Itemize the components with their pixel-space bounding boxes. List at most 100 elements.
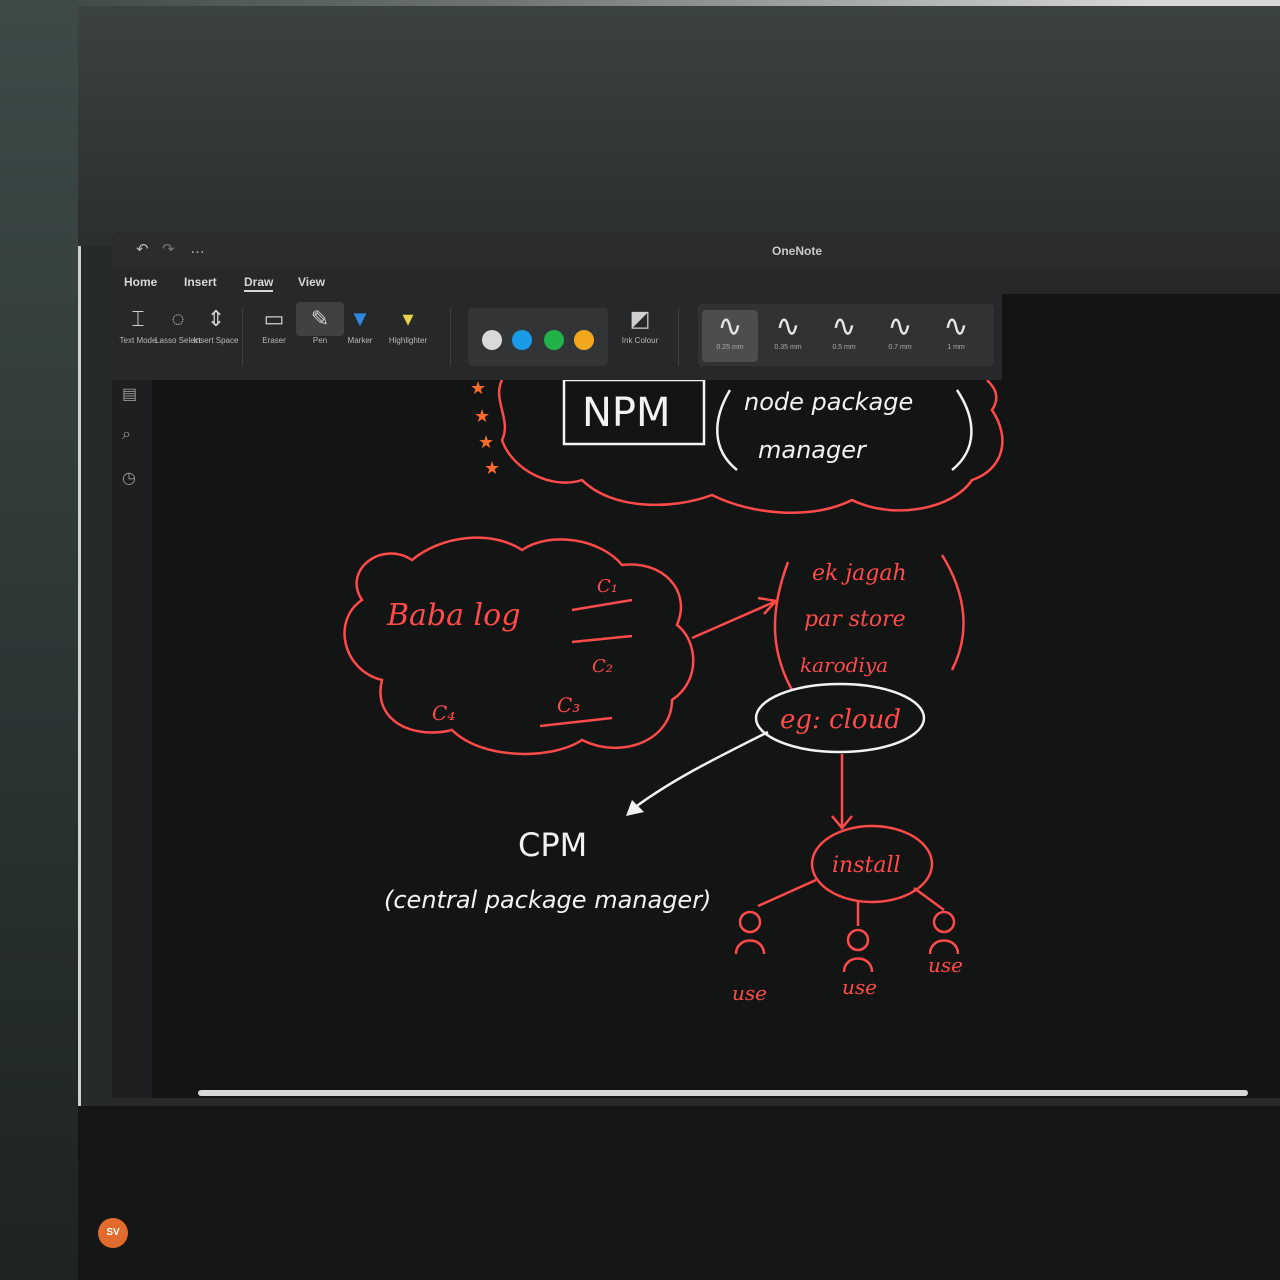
stroke-wave-icon: ∿ [717, 310, 743, 343]
eg-cloud-ellipse [754, 682, 926, 754]
eraser-label: Eraser [262, 336, 286, 345]
app-title: OneNote [772, 244, 823, 258]
user-icon [842, 957, 874, 973]
thickness-label: 1 mm [947, 344, 965, 351]
tab-view[interactable]: View [298, 275, 326, 289]
highlighter-label: Highlighter [388, 336, 428, 345]
user-icon [928, 939, 960, 955]
user1-label: use [732, 981, 767, 1005]
undo-icon[interactable]: ↶ [136, 241, 149, 258]
ribbon-separator [678, 308, 679, 366]
tab-home[interactable]: Home [124, 275, 158, 289]
swatch-green[interactable] [544, 330, 564, 350]
insert-space-icon: ⇕ [206, 306, 226, 331]
color-swatches [468, 308, 608, 366]
cpm-full-text: (central package manager) [384, 886, 711, 914]
navigation-sidebar: ▤ ⌕ ◷ SV [98, 380, 152, 1248]
note-canvas[interactable]: ★ ★ ★ ★ NPM node package manager Baba lo… [152, 378, 1280, 1090]
highlighter-button[interactable]: ▾ Highlighter [384, 302, 432, 345]
onenote-window: ↶ ↷ … OneNote Home Insert Draw View ⌶ Te… [98, 232, 1280, 1248]
star-icon: ★ [484, 458, 500, 478]
highlighter-icon: ▾ [402, 306, 414, 331]
thickness-label: 0.7 mm [888, 344, 912, 351]
swatch-orange[interactable] [574, 330, 594, 350]
thickness-option[interactable]: ∿ 0.7 mm [872, 310, 928, 351]
user-icon [846, 928, 870, 952]
thickness-option[interactable]: ∿ 0.5 mm [816, 310, 872, 351]
star-icon: ★ [470, 380, 486, 398]
thickness-option[interactable]: ∿ 1 mm [928, 310, 984, 351]
insert-space-button[interactable]: ⇕ Insert Space [192, 302, 240, 345]
c2-label: C₂ [592, 656, 613, 677]
avatar[interactable]: SV [98, 1218, 128, 1248]
thickness-label: 0.5 mm [832, 344, 856, 351]
thickness-option[interactable]: ∿ 0.35 mm [760, 310, 816, 351]
npm-full-line1: node package [744, 388, 913, 416]
ribbon-separator [242, 308, 243, 366]
tab-insert[interactable]: Insert [184, 275, 217, 289]
tab-draw[interactable]: Draw [244, 275, 274, 292]
marker-icon: ▼ [349, 306, 371, 331]
arrow-head [831, 815, 853, 830]
c4-label: C₄ [432, 701, 455, 725]
npm-cloud-outline [497, 379, 1004, 514]
swatch-blue[interactable] [512, 330, 532, 350]
notebooks-icon[interactable]: ▤ [122, 386, 138, 403]
lasso-select-label: Lasso Select [155, 336, 201, 345]
ink-drawing: ★ ★ ★ ★ NPM node package manager Baba lo… [343, 378, 1004, 1005]
redo-icon[interactable]: ↷ [162, 241, 175, 258]
stroke-wave-icon: ∿ [775, 310, 801, 343]
paren-right [951, 389, 973, 471]
npm-box [562, 378, 706, 446]
text-mode-label: Text Mode [119, 336, 157, 345]
ribbon-separator [450, 308, 451, 366]
thickness-label: 0.25 mm [716, 344, 744, 351]
thickness-label: 0.35 mm [774, 344, 802, 351]
ribbon-tabs: Home Insert Draw View [112, 270, 1280, 294]
horizontal-scrollbar[interactable] [198, 1090, 1248, 1096]
paren-left [716, 389, 738, 471]
line-to-user1 [757, 878, 817, 908]
c3-line [539, 716, 613, 728]
text-mode-icon: ⌶ [131, 306, 145, 331]
rating-stars: ★ ★ ★ ★ [470, 378, 500, 478]
marker-button[interactable]: ▼ Marker [336, 302, 384, 345]
pen-thickness-group: ∿ 0.25 mm ∿ 0.35 mm ∿ 0.5 mm ∿ 0.7 mm ∿ … [698, 304, 994, 366]
c1-label: C₁ [597, 576, 618, 597]
thickness-option[interactable]: ∿ 0.25 mm [702, 310, 758, 362]
search-icon[interactable]: ⌕ [122, 426, 131, 443]
arrow-head [626, 800, 644, 816]
c2-line [571, 634, 633, 644]
baba-log-text: Baba log [386, 598, 520, 633]
marker-label: Marker [347, 336, 373, 345]
pen-button[interactable]: ✎ Pen [296, 302, 344, 345]
swatch-white[interactable] [482, 330, 502, 350]
user3-label: use [928, 953, 963, 977]
pen-label: Pen [312, 336, 328, 345]
arrow-to-cpm [633, 730, 769, 810]
draw-ribbon: ⌶ Text Mode ◌ Lasso Select ⇕ Insert Spac… [112, 294, 1002, 380]
ink-colour-icon: ◩ [629, 306, 651, 331]
eraser-button[interactable]: ▭ Eraser [250, 302, 298, 345]
text-mode-button[interactable]: ⌶ Text Mode [114, 302, 162, 345]
more-icon[interactable]: … [190, 240, 205, 257]
stroke-wave-icon: ∿ [831, 310, 857, 343]
star-icon: ★ [474, 406, 490, 426]
recent-clock-icon[interactable]: ◷ [122, 470, 136, 487]
install-text: install [832, 853, 901, 878]
star-icon: ★ [478, 432, 494, 452]
user-icon [734, 939, 766, 955]
screen-glare [78, 6, 1280, 246]
ink-colour-button[interactable]: ◩ Ink Colour [616, 302, 664, 345]
c1-line [571, 598, 633, 612]
lasso-select-button[interactable]: ◌ Lasso Select [154, 302, 202, 345]
cpm-text: CPM [518, 826, 587, 864]
title-bar: ↶ ↷ … OneNote [112, 232, 1280, 270]
arrow-to-store [691, 600, 775, 640]
store-line2: par store [804, 607, 906, 632]
eg-cloud-text: eg: cloud [780, 705, 901, 735]
user-icon [738, 910, 762, 934]
stroke-wave-icon: ∿ [887, 310, 913, 343]
user-icon [932, 910, 956, 934]
npm-text: NPM [582, 390, 671, 436]
